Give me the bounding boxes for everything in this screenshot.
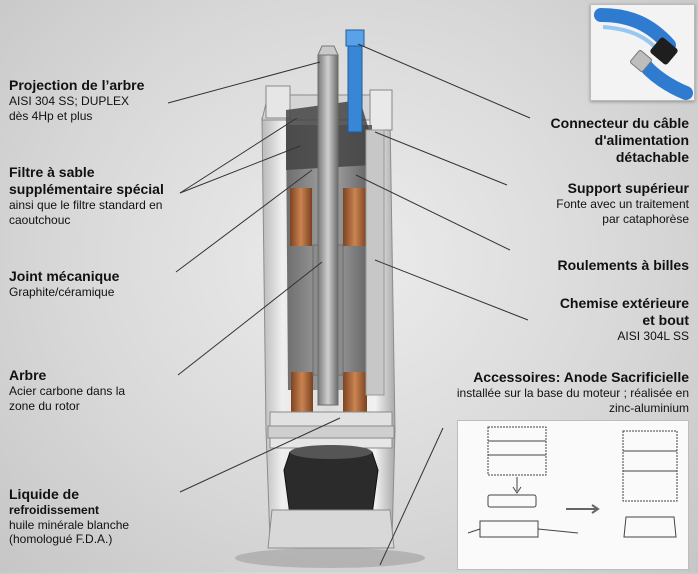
shaft-line2: zone du rotor <box>9 398 80 413</box>
sand-filter-title1: Filtre à sable <box>9 164 95 180</box>
label-upper-support: Support supérieur Fonte avec un traiteme… <box>556 180 689 226</box>
coolant-title2: refroidissement <box>9 503 100 518</box>
outer-jacket-title2: et bout <box>642 312 689 329</box>
winding-upper-left <box>290 188 312 246</box>
blue-cable-icon <box>594 8 693 100</box>
label-shaft-projection: Projection de l’arbre AISI 304 SS; DUPLE… <box>9 77 144 123</box>
motor-sketch-left <box>487 426 547 476</box>
winding-upper-right <box>343 188 367 246</box>
label-coolant: Liquide de refroidissement huile minéral… <box>9 486 129 547</box>
upper-support-line2: par cataphorèse <box>602 211 689 226</box>
stator-strip <box>365 129 385 396</box>
cable-connector-title1: Connecteur du câble <box>550 115 689 131</box>
leader-coolant <box>179 417 341 493</box>
winding-lower-left <box>291 372 313 414</box>
motor-top-collar-right <box>369 89 393 131</box>
leader-sand-filter-2 <box>179 145 301 194</box>
accessories-line1: installée sur la base du moteur ; réalis… <box>456 386 689 401</box>
motor-base-ring-1 <box>269 411 393 427</box>
leader-lines <box>167 43 531 566</box>
leader-mechanical-seal <box>175 169 313 273</box>
shaft-projection-title: Projection de l’arbre <box>9 77 145 93</box>
mechanical-seal-line1: Graphite/céramique <box>9 285 115 300</box>
shaft-line1: Acier carbone dans la <box>9 384 126 399</box>
leader-outer-jacket <box>374 259 529 321</box>
diaphragm-top <box>290 445 372 459</box>
motor-base-ring-2 <box>267 425 395 439</box>
label-outer-jacket: Chemise extérieure et bout AISI 304L SS <box>560 295 689 344</box>
base-plate <box>479 520 539 538</box>
sand-filter-line2: caoutchouc <box>9 212 71 227</box>
label-sand-filter: Filtre à sable supplémentaire spécial ai… <box>9 164 164 227</box>
upper-support-title: Support supérieur <box>567 180 689 196</box>
motor-shadow <box>235 548 425 568</box>
cable-connector-title2: d'alimentation <box>594 132 689 149</box>
leader-bearings <box>355 174 511 251</box>
winding-lower-right <box>343 372 367 414</box>
upper-support-line1: Fonte avec un traitement <box>556 197 689 212</box>
sand-filter-line1: ainsi que le filtre standard en <box>9 198 163 213</box>
coolant-line2: (homologué F.D.A.) <box>9 532 113 547</box>
leader-shaft-projection <box>167 61 321 104</box>
bearings-title: Roulements à billes <box>557 257 689 273</box>
label-mechanical-seal: Joint mécanique Graphite/céramique <box>9 268 119 300</box>
cable-connector-cap <box>345 29 365 47</box>
leader-accessories <box>379 427 444 566</box>
label-bearings: Roulements à billes <box>558 257 689 274</box>
motor-sketch-right <box>622 430 678 502</box>
leader-sand-filter-1 <box>179 117 298 194</box>
cable-connector-title3: détachable <box>615 149 689 166</box>
label-shaft: Arbre Acier carbone dans la zone du roto… <box>9 367 125 413</box>
motor-shaft <box>317 54 339 406</box>
coolant-title1: Liquide de <box>9 486 79 502</box>
label-cable-connector: Connecteur du câble d'alimentation détac… <box>551 115 689 166</box>
sand-filter-title2: supplémentaire spécial <box>9 181 164 198</box>
mechanical-seal-title: Joint mécanique <box>9 268 120 284</box>
anode-part <box>487 494 537 508</box>
cable-connector <box>347 31 363 133</box>
shaft-projection-line1: AISI 304 SS; DUPLEX <box>9 94 130 109</box>
arrow-right <box>566 504 600 514</box>
leader-shaft <box>177 261 323 376</box>
leader-upper-support <box>374 131 508 186</box>
motor-base <box>267 509 395 549</box>
accessories-line2: zinc-aluminium <box>608 400 689 415</box>
leader-cable-connector <box>357 43 531 119</box>
label-accessories: Accessoires: Anode Sacrificielle install… <box>457 369 689 415</box>
accessories-title: Accessoires: Anode Sacrificielle <box>473 369 689 385</box>
outer-jacket-line1: AISI 304L SS <box>617 329 689 344</box>
blue-cable-photo <box>590 4 695 101</box>
shaft-tip <box>317 45 339 56</box>
shaft-title: Arbre <box>9 367 47 383</box>
outer-jacket-title1: Chemise extérieure <box>559 295 689 311</box>
anode-installation-drawing <box>457 420 689 570</box>
shaft-projection-line2: dès 4Hp et plus <box>9 108 93 123</box>
coolant-line1: huile minérale blanche <box>9 517 130 532</box>
assembled-base <box>623 516 677 538</box>
